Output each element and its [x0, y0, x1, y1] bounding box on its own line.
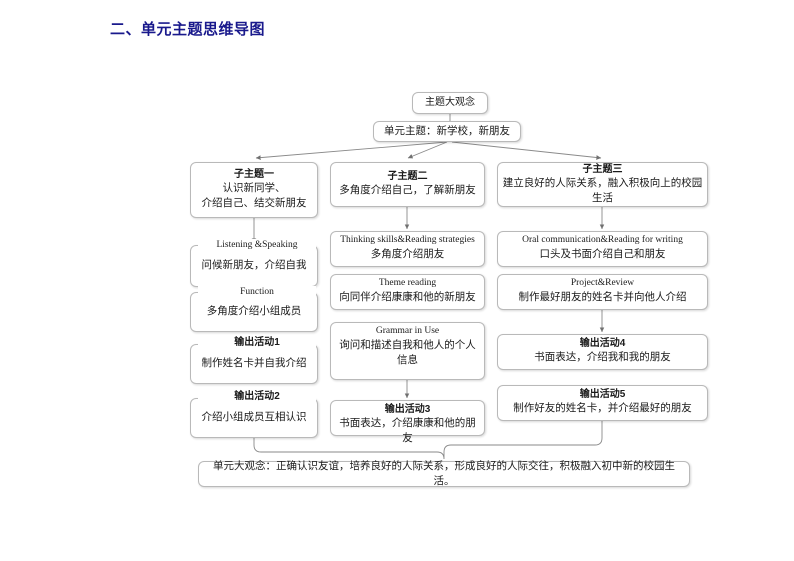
- node-col2-item-0-header: Thinking skills&Reading strategies: [340, 235, 475, 245]
- node-col3-item-2-body: 书面表达，介绍我和我的朋友: [534, 351, 671, 363]
- node-col2-item-3[interactable]: 输出活动3 书面表达，介绍康康和他的朋友: [330, 400, 485, 444]
- node-subtheme-1-header: 子主题一: [234, 169, 274, 180]
- node-subtheme-1[interactable]: 子主题一 认识新同学、 介绍自己、结交新朋友: [190, 162, 318, 218]
- node-col3-item-1[interactable]: Project&Review 制作最好朋友的姓名卡并向他人介绍: [497, 274, 708, 310]
- node-col1-item-2-body: 制作姓名卡并自我介绍: [201, 357, 307, 369]
- node-unit-theme[interactable]: 单元主题：新学校，新朋友: [373, 121, 521, 142]
- node-col3-item-0-header: Oral communication&Reading for writing: [522, 235, 683, 245]
- node-subtheme-3-header: 子主题三: [582, 163, 623, 175]
- node-col1-item-3[interactable]: 介绍小组成员互相认识: [190, 398, 318, 438]
- node-col1-item-2[interactable]: 制作姓名卡并自我介绍: [190, 344, 318, 384]
- node-col1-item-3-header: 输出活动2: [198, 391, 316, 403]
- node-col1-item-0-body: 问候新朋友，介绍自我: [201, 259, 307, 271]
- node-col2-item-3-header: 输出活动3: [384, 404, 431, 415]
- node-subtheme-2-header: 子主题二: [387, 171, 428, 182]
- node-col3-item-0-body: 口头及书面介绍自己和朋友: [539, 248, 666, 260]
- node-col3-item-2-header: 输出活动4: [579, 338, 626, 349]
- node-col2-item-2[interactable]: Grammar in Use 询问和描述自我和他人的个人 信息: [330, 322, 485, 380]
- node-col1-item-0-header: Listening &Speaking: [198, 239, 316, 251]
- node-col2-item-1[interactable]: Theme reading 向同伴介绍康康和他的新朋友: [330, 274, 485, 310]
- node-col2-item-2-body2: 信息: [397, 354, 418, 366]
- node-col3-item-3-header: 输出活动5: [579, 389, 626, 400]
- node-col2-item-0[interactable]: Thinking skills&Reading strategies 多角度介绍…: [330, 231, 485, 267]
- page-title: 二、单元主题思维导图: [110, 21, 266, 38]
- node-col3-item-1-body: 制作最好朋友的姓名卡并向他人介绍: [518, 291, 687, 303]
- node-unit-theme-text: 单元主题：新学校，新朋友: [384, 124, 510, 137]
- node-subtheme-3[interactable]: 子主题三 建立良好的人际关系，融入积极向上的校园生活: [497, 162, 708, 207]
- node-col2-item-2-body: 询问和描述自我和他人的个人: [339, 339, 476, 351]
- node-summary[interactable]: 单元大观念：正确认识友谊，培养良好的人际关系，形成良好的人际交往，积极融入初中新…: [198, 459, 690, 487]
- node-col1-item-0[interactable]: 问候新朋友，介绍自我: [190, 245, 318, 287]
- node-subtheme-1-line1: 认识新同学、: [222, 182, 286, 194]
- node-big-idea[interactable]: 主题大观念: [412, 92, 488, 114]
- node-big-idea-text: 主题大观念: [425, 97, 475, 108]
- node-col2-item-3-body: 书面表达，介绍康康和他的朋友: [339, 417, 476, 444]
- node-subtheme-2-line1: 多角度介绍自己，了解新朋友: [339, 184, 476, 196]
- node-subtheme-1-line2: 介绍自己、结交新朋友: [201, 197, 307, 209]
- node-col3-item-0[interactable]: Oral communication&Reading for writing 口…: [497, 231, 708, 267]
- node-col1-item-1[interactable]: 多角度介绍小组成员: [190, 292, 318, 332]
- node-col2-item-2-header: Grammar in Use: [375, 326, 440, 336]
- node-col1-item-2-header: 输出活动1: [198, 337, 316, 349]
- node-col3-item-3-body: 制作好友的姓名卡，并介绍最好的朋友: [513, 402, 692, 414]
- node-col2-item-1-body: 向同伴介绍康康和他的新朋友: [339, 291, 476, 303]
- node-col1-item-1-header: Function: [198, 286, 316, 298]
- node-col3-item-3[interactable]: 输出活动5 制作好友的姓名卡，并介绍最好的朋友: [497, 385, 708, 421]
- node-col3-item-1-header: Project&Review: [570, 278, 635, 288]
- node-subtheme-3-line1: 建立良好的人际关系，融入积极向上的校园生活: [502, 176, 703, 204]
- node-col1-item-3-body: 介绍小组成员互相认识: [201, 411, 307, 423]
- node-summary-text: 单元大观念：正确认识友谊，培养良好的人际关系，形成良好的人际交往，积极融入初中新…: [213, 459, 675, 487]
- node-col2-item-0-body: 多角度介绍朋友: [370, 248, 445, 260]
- node-col3-item-2[interactable]: 输出活动4 书面表达，介绍我和我的朋友: [497, 334, 708, 370]
- node-subtheme-2[interactable]: 子主题二 多角度介绍自己，了解新朋友: [330, 162, 485, 207]
- node-col2-item-1-header: Theme reading: [378, 278, 437, 288]
- node-col1-item-1-body: 多角度介绍小组成员: [206, 305, 302, 317]
